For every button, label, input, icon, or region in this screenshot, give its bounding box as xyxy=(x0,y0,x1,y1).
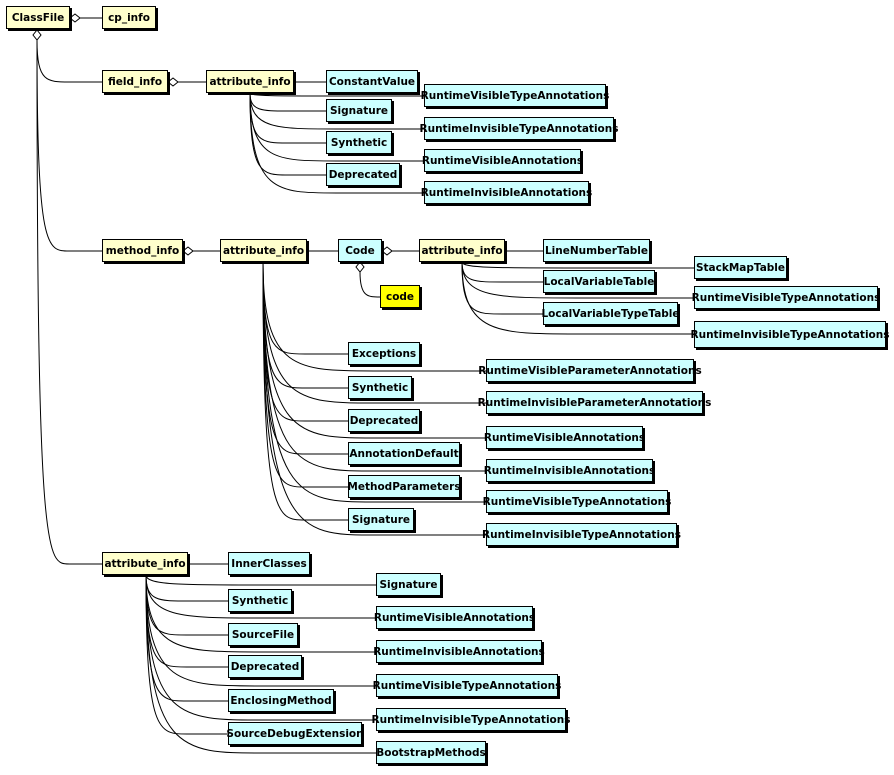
aggregation-diamond-icon xyxy=(69,13,81,23)
node-class-source-file[interactable]: SourceFile xyxy=(228,623,298,646)
connector-line xyxy=(36,39,102,252)
node-field-signature[interactable]: Signature xyxy=(326,99,392,122)
node-class-deprecated[interactable]: Deprecated xyxy=(228,655,302,678)
connector-line xyxy=(461,261,543,283)
node-class-source-debug-extension[interactable]: SourceDebugExtension xyxy=(226,722,364,745)
connector-line xyxy=(145,574,376,687)
node-cp-info[interactable]: cp_info xyxy=(102,6,156,29)
node-code-runtime-invisible-type-annotations[interactable]: RuntimeInvisibleTypeAnnotations xyxy=(691,321,890,348)
node-method-info[interactable]: method_info xyxy=(102,239,183,262)
node-method-annotation-default[interactable]: AnnotationDefault xyxy=(348,442,460,465)
node-method-runtime-invisible-type-annotations[interactable]: RuntimeInvisibleTypeAnnotations xyxy=(482,523,681,546)
node-code-stack-map-table[interactable]: StackMapTable xyxy=(694,256,787,279)
connector-line xyxy=(145,574,228,602)
node-method-runtime-invisible-annotations[interactable]: RuntimeInvisibleAnnotations xyxy=(484,459,655,482)
connector-line xyxy=(145,574,376,586)
node-class-runtime-visible-type-annotations[interactable]: RuntimeVisibleTypeAnnotations xyxy=(373,674,561,697)
node-field-runtime-visible-annotations[interactable]: RuntimeVisibleAnnotations xyxy=(422,149,583,172)
node-method-signature[interactable]: Signature xyxy=(348,508,414,531)
node-class-inner-classes[interactable]: InnerClasses xyxy=(228,552,310,575)
node-field-runtime-invisible-annotations[interactable]: RuntimeInvisibleAnnotations xyxy=(421,181,592,204)
connector-line xyxy=(145,574,376,619)
node-field-constantvalue[interactable]: ConstantValue xyxy=(326,70,418,93)
connector-line xyxy=(36,39,102,83)
node-classfile[interactable]: ClassFile xyxy=(6,6,70,29)
connector-line xyxy=(145,574,228,702)
connector-line xyxy=(262,261,486,536)
connector-line xyxy=(36,39,102,565)
node-class-runtime-visible-annotations[interactable]: RuntimeVisibleAnnotations xyxy=(374,606,535,629)
node-code-local-variable-type-table[interactable]: LocalVariableTypeTable xyxy=(541,302,680,325)
node-method-exceptions[interactable]: Exceptions xyxy=(348,342,420,365)
node-code-attribute-info[interactable]: attribute_info xyxy=(419,239,505,262)
connector-line xyxy=(249,92,424,97)
node-code[interactable]: Code xyxy=(338,239,382,262)
node-field-runtime-invisible-type-annotations[interactable]: RuntimeInvisibleTypeAnnotations xyxy=(420,117,619,140)
connector-line xyxy=(461,261,694,335)
connector-line xyxy=(262,261,348,389)
node-field-info[interactable]: field_info xyxy=(102,70,168,93)
node-method-runtime-visible-type-annotations[interactable]: RuntimeVisibleTypeAnnotations xyxy=(483,490,671,513)
node-class-synthetic[interactable]: Synthetic xyxy=(228,589,292,612)
aggregation-diamond-icon xyxy=(167,77,179,87)
node-method-runtime-visible-annotations[interactable]: RuntimeVisibleAnnotations xyxy=(484,426,645,449)
node-class-runtime-invisible-annotations[interactable]: RuntimeInvisibleAnnotations xyxy=(373,640,545,663)
connector-line xyxy=(262,261,348,521)
connector-line xyxy=(262,261,486,439)
node-class-bootstrap-methods[interactable]: BootstrapMethods xyxy=(376,741,486,764)
node-method-attribute-info[interactable]: attribute_info xyxy=(220,239,307,262)
connector-line xyxy=(461,261,694,269)
aggregation-diamond-icon xyxy=(355,261,365,273)
aggregation-diamond-icon xyxy=(32,29,42,41)
node-field-deprecated[interactable]: Deprecated xyxy=(326,163,400,186)
node-method-synthetic[interactable]: Synthetic xyxy=(348,376,412,399)
node-code-line-number-table[interactable]: LineNumberTable xyxy=(543,239,650,262)
node-code-runtime-visible-type-annotations[interactable]: RuntimeVisibleTypeAnnotations xyxy=(692,286,880,309)
connector-line xyxy=(145,574,376,754)
connector-line xyxy=(461,261,543,315)
node-field-attribute-info[interactable]: attribute_info xyxy=(206,70,294,93)
connector-line xyxy=(461,261,694,299)
node-field-synthetic[interactable]: Synthetic xyxy=(326,131,392,154)
node-class-runtime-invisible-type-annotations[interactable]: RuntimeInvisibleTypeAnnotations xyxy=(372,708,571,731)
node-method-deprecated[interactable]: Deprecated xyxy=(348,409,420,432)
node-method-runtime-visible-parameter-annotations[interactable]: RuntimeVisibleParameterAnnotations xyxy=(478,359,702,382)
connector-line xyxy=(262,261,486,404)
node-code-bytes[interactable]: code xyxy=(380,285,420,308)
aggregation-diamond-icon xyxy=(381,246,393,256)
node-class-signature[interactable]: Signature xyxy=(376,573,441,596)
connector-line xyxy=(262,261,348,455)
node-method-runtime-invisible-parameter-annotations[interactable]: RuntimeInvisibleParameterAnnotations xyxy=(478,391,711,414)
connector-line xyxy=(145,574,228,735)
connector-line xyxy=(145,574,376,653)
connector-line xyxy=(249,92,326,176)
connector-line xyxy=(262,261,348,488)
connector-line xyxy=(249,92,326,144)
node-class-enclosing-method[interactable]: EnclosingMethod xyxy=(228,689,334,712)
connector-line xyxy=(262,261,486,503)
aggregation-diamond-icon xyxy=(182,246,194,256)
node-code-local-variable-table[interactable]: LocalVariableTable xyxy=(543,270,655,293)
connector-line xyxy=(262,261,486,472)
connector-line xyxy=(359,271,381,298)
connector-line xyxy=(145,574,376,721)
connector-line xyxy=(249,92,424,162)
node-class-attribute-info[interactable]: attribute_info xyxy=(102,552,188,575)
node-method-method-parameters[interactable]: MethodParameters xyxy=(347,475,461,498)
connector-line xyxy=(262,261,486,372)
connector-line xyxy=(249,92,424,194)
connector-line xyxy=(249,92,424,130)
node-field-runtime-visible-type-annotations[interactable]: RuntimeVisibleTypeAnnotations xyxy=(421,84,609,107)
